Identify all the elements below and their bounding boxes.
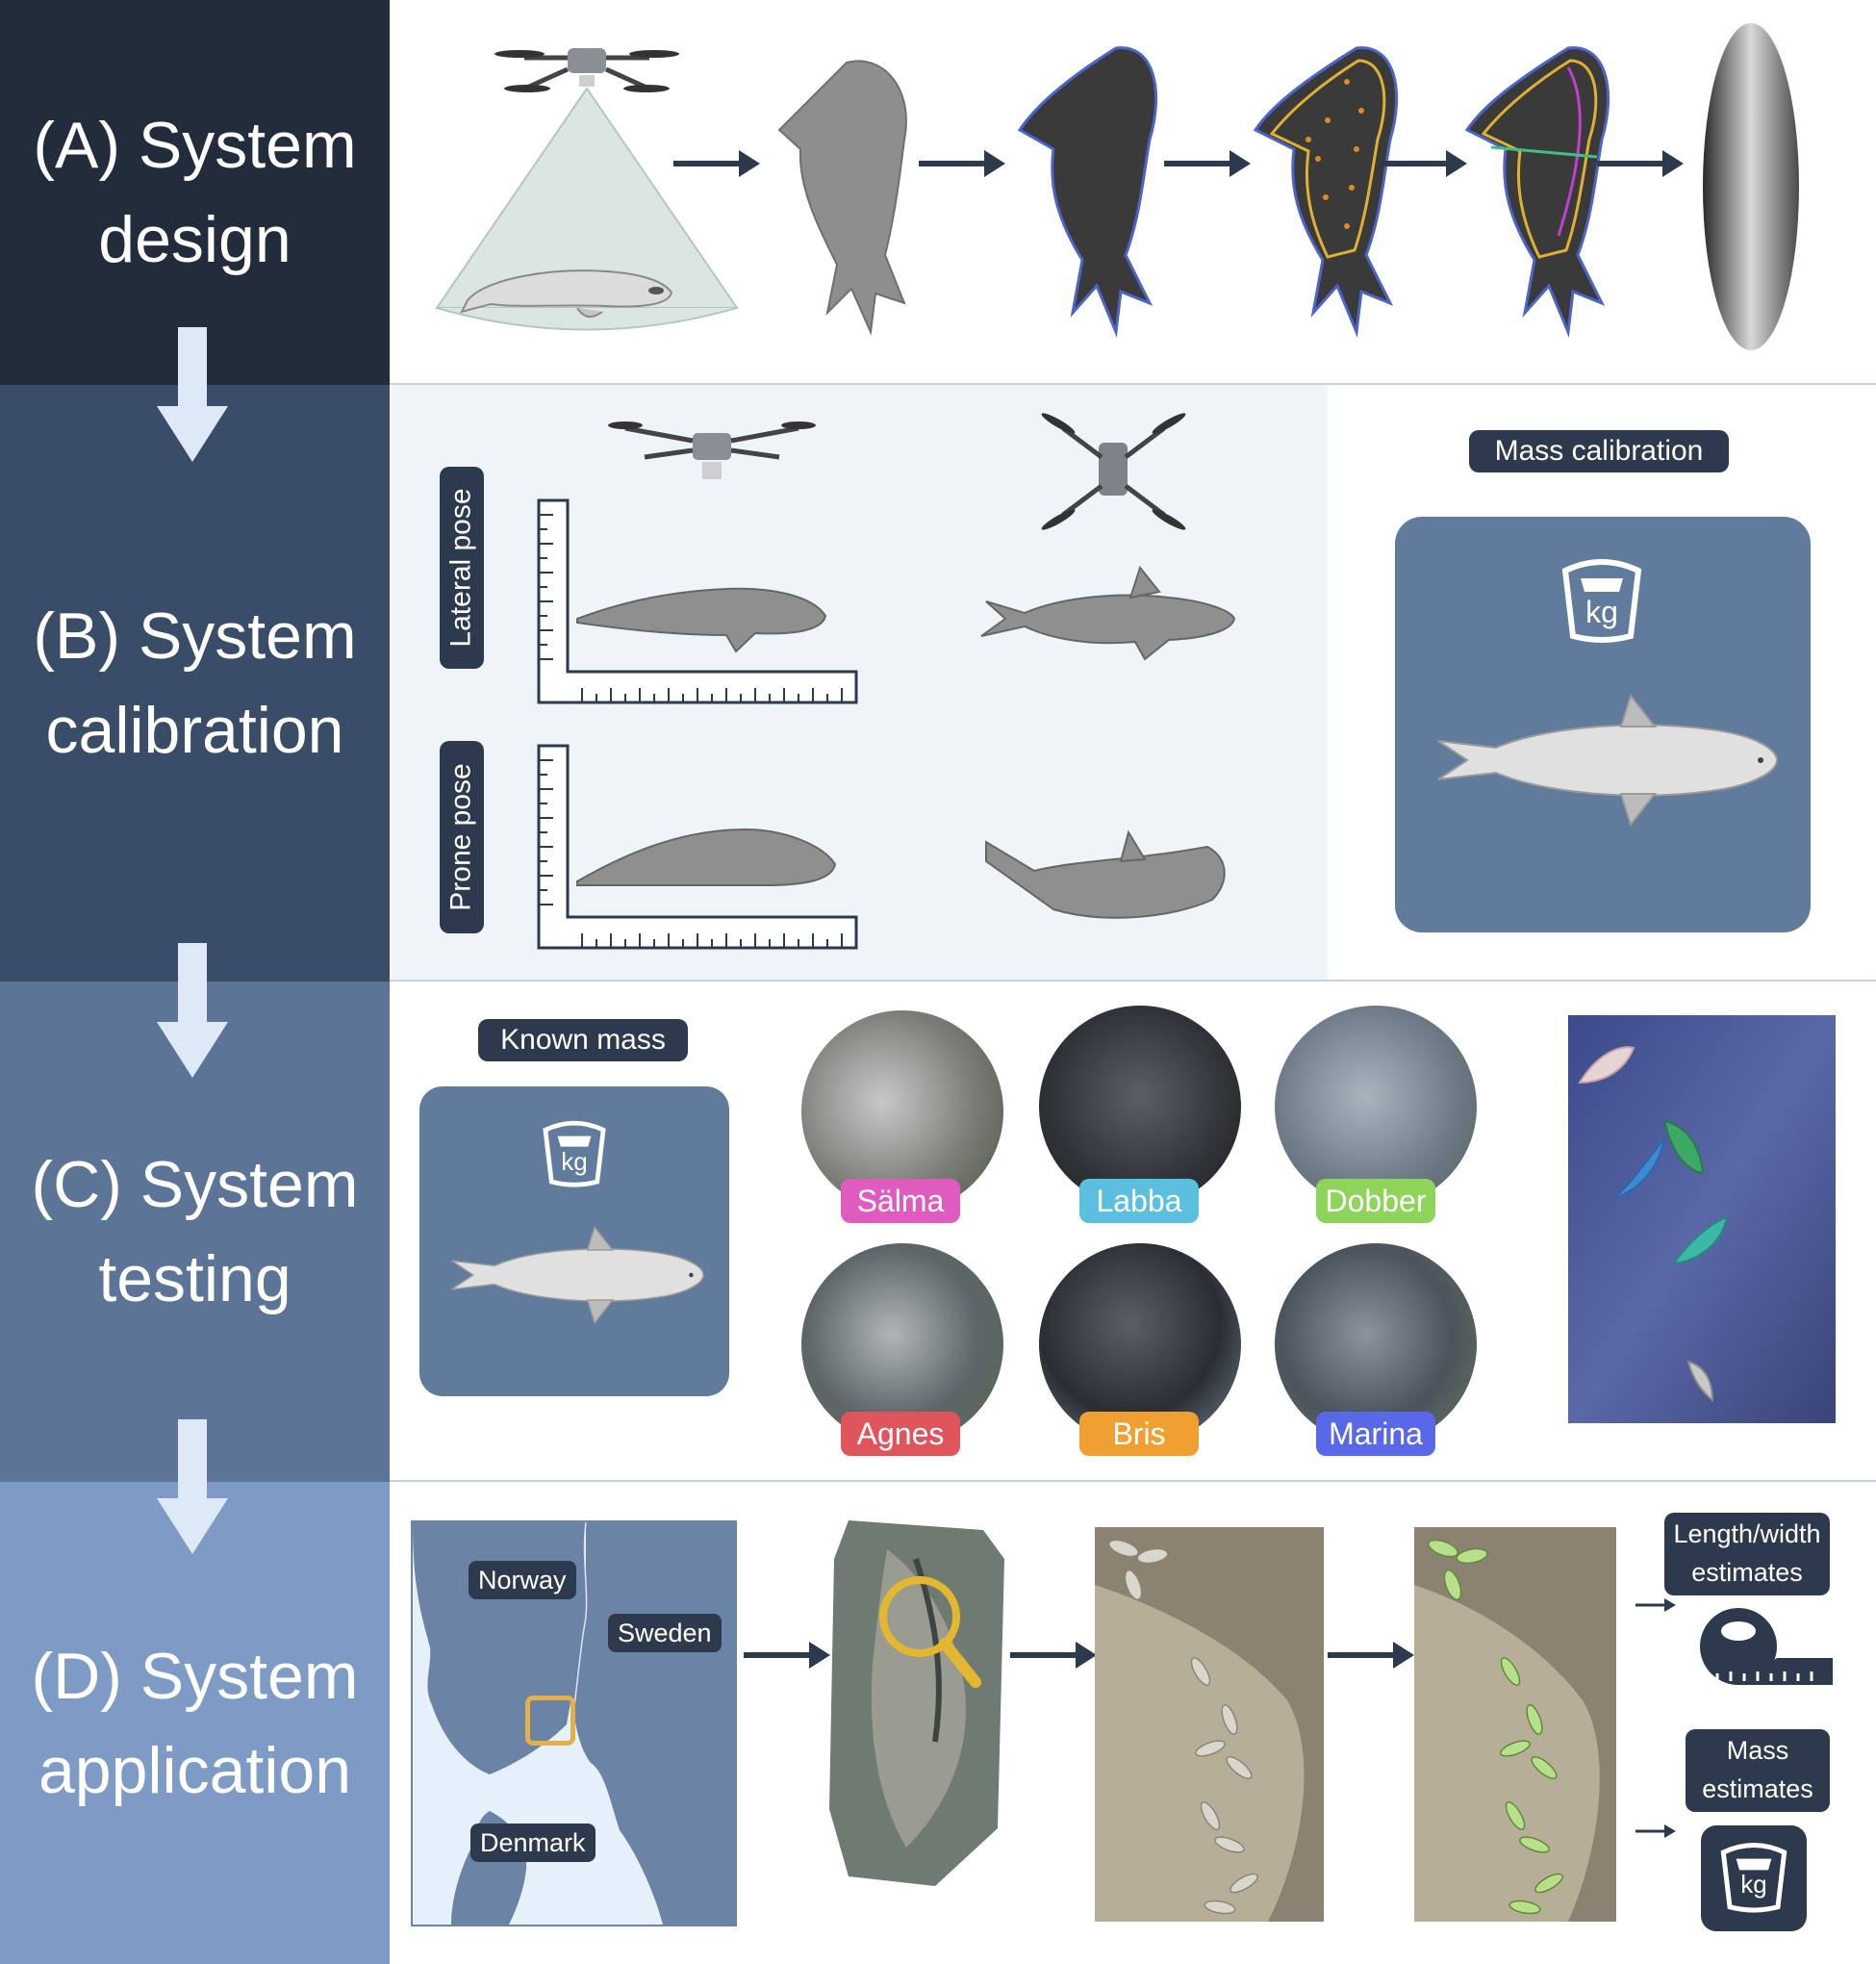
seal-keypoints [1253, 46, 1398, 338]
map-label-sweden: Sweden [608, 1614, 722, 1652]
magnifier-icon [879, 1576, 981, 1688]
seal-detection-photo [1414, 1527, 1616, 1922]
seal-topdown-icon [1437, 693, 1779, 828]
drone-photo-testing [1568, 1015, 1836, 1423]
seal-silhouette-top [980, 565, 1236, 661]
arrow-icon [1164, 150, 1251, 177]
scale-unit-kg: kg [1740, 1870, 1767, 1899]
map-label-denmark: Denmark [470, 1824, 596, 1862]
drone-over-seal-illustration [435, 48, 739, 331]
scale-icon [543, 1120, 606, 1187]
scale-icon [1720, 1843, 1787, 1913]
seal-segmentation [1017, 46, 1157, 338]
down-arrow-icon [157, 327, 228, 462]
seal-name-agnes: Agnes [841, 1412, 960, 1456]
seal-photo-labba [1039, 1006, 1241, 1208]
known-mass-label: Known mass [478, 1019, 688, 1061]
section-d-band: (D) System application [0, 1482, 390, 1964]
drone-icon [494, 48, 679, 92]
arrow-icon [1328, 1642, 1414, 1669]
drone-top-icon [1041, 413, 1186, 530]
arrow-icon [919, 150, 1005, 177]
divider [390, 1480, 1876, 1482]
section-c-title: (C) System testing [31, 1148, 359, 1315]
scale-icon [1561, 559, 1642, 643]
arrow-icon [1381, 150, 1467, 177]
section-b-band: (B) System calibration [0, 385, 390, 982]
seal-photo-topdown [777, 60, 907, 336]
divider [390, 383, 1876, 385]
down-arrow-icon [157, 943, 228, 1078]
ruler-lateral [537, 498, 858, 704]
map-label-norway: Norway [469, 1561, 576, 1599]
prone-pose-label: Prone pose [440, 741, 484, 933]
seal-name-dobber: Dobber [1316, 1179, 1435, 1223]
lateral-pose-label: Lateral pose [440, 467, 484, 669]
small-arrow-icon [1635, 1598, 1676, 1612]
seal-haulout-photo [1095, 1527, 1324, 1922]
small-arrow-icon [1635, 1824, 1676, 1838]
arrow-icon [744, 1642, 830, 1669]
section-d-title: (D) System application [31, 1639, 359, 1807]
seal-name-bris: Bris [1079, 1412, 1199, 1456]
length-width-line1: Length/width [1673, 1519, 1821, 1548]
mass-calibration-label: Mass calibration [1469, 430, 1729, 472]
seal-topdown-icon [451, 1225, 704, 1325]
arrow-icon [1010, 1642, 1097, 1669]
length-width-line2: estimates [1691, 1558, 1803, 1587]
section-a-title: (A) System design [33, 109, 357, 276]
section-a-band: (A) System design [0, 0, 390, 385]
section-b-title: (B) System calibration [33, 599, 357, 767]
seal-silhouette-prone-top [985, 829, 1226, 919]
mass-estimates-label: Mass estimates [1686, 1729, 1830, 1812]
seal-name-marina: Marina [1316, 1412, 1435, 1456]
scale-unit-kg: kg [1585, 595, 1618, 629]
ruler-prone [537, 744, 858, 950]
down-arrow-icon [157, 1419, 228, 1554]
seal-name-labba: Labba [1079, 1179, 1199, 1223]
mass-estimates-line2: estimates [1702, 1774, 1813, 1803]
map-highlight-box [525, 1696, 575, 1746]
seal-measurements [1464, 46, 1610, 338]
arrow-icon [1597, 150, 1684, 177]
seal-photo-dobber [1275, 1006, 1477, 1208]
arrow-icon [673, 150, 760, 177]
island-aerial-photo [829, 1520, 1004, 1886]
seal-name-salma: Sälma [841, 1179, 960, 1223]
mass-estimates-line1: Mass [1726, 1736, 1789, 1765]
drone-side-icon [608, 421, 816, 479]
tape-measure-icon [1700, 1608, 1833, 1685]
map: Norway Sweden Denmark [411, 1520, 737, 1926]
length-width-estimates-label: Length/width estimates [1664, 1513, 1830, 1595]
ellipsoid-model [1703, 23, 1799, 350]
scale-unit-kg: kg [561, 1147, 588, 1176]
divider [390, 980, 1876, 982]
seal-icon [460, 269, 673, 319]
